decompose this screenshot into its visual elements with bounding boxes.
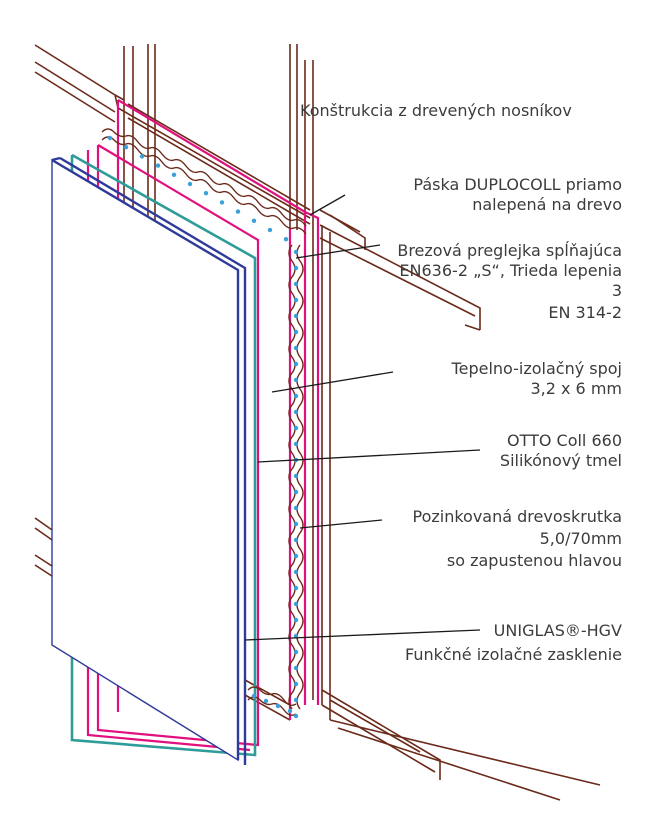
screw-marker bbox=[293, 537, 299, 543]
screw-marker bbox=[283, 237, 289, 242]
screw-marker bbox=[293, 281, 299, 287]
label-glazing-line1: UNIGLAS®-HGV bbox=[494, 621, 622, 640]
label-screw-line1: Pozinkovaná drevoskrutka bbox=[412, 507, 622, 526]
screw-marker bbox=[171, 172, 177, 177]
screw-marker bbox=[293, 297, 299, 303]
label-plywood-line2: EN636-2 „S“, Trieda lepenia bbox=[399, 261, 622, 280]
label-construction: Konštrukcia z drevených nosníkov bbox=[300, 101, 572, 120]
screw-marker bbox=[293, 633, 299, 639]
screw-marker bbox=[275, 703, 281, 709]
screw-marker bbox=[293, 521, 299, 527]
label-tape-line1: Páska DUPLOCOLL priamo bbox=[413, 175, 622, 194]
screw-marker bbox=[293, 345, 299, 351]
screw-marker bbox=[293, 249, 299, 255]
screw-marker bbox=[293, 649, 299, 655]
leader-lines bbox=[244, 194, 481, 641]
screw-marker bbox=[251, 693, 257, 699]
label-plywood-line3: 3 bbox=[612, 281, 622, 300]
screw-marker bbox=[203, 191, 209, 196]
leader-screw bbox=[299, 519, 383, 529]
screw-marker bbox=[293, 409, 299, 415]
screw-marker bbox=[251, 218, 257, 223]
label-joint-line2: 3,2 x 6 mm bbox=[530, 379, 622, 398]
screw-marker bbox=[293, 713, 299, 719]
label-tape-line2: nalepená na drevo bbox=[472, 195, 622, 214]
screw-marker bbox=[107, 135, 113, 141]
screw-marker bbox=[287, 708, 293, 714]
screw-marker bbox=[293, 425, 299, 431]
screw-marker bbox=[187, 181, 193, 187]
screw-marker bbox=[293, 441, 299, 447]
screw-marker bbox=[293, 313, 299, 319]
label-screw-line3: so zapustenou hlavou bbox=[447, 551, 622, 570]
label-sealant-line1: OTTO Coll 660 bbox=[507, 431, 622, 450]
callout-labels: Konštrukcia z drevených nosníkov Páska D… bbox=[300, 101, 622, 664]
screw-marker bbox=[155, 163, 161, 168]
screw-marker bbox=[235, 209, 241, 214]
screw-marker bbox=[293, 585, 299, 591]
screw-marker bbox=[293, 377, 299, 383]
glazing-unit bbox=[51, 156, 247, 765]
screw-marker bbox=[267, 227, 273, 233]
label-plywood-line4: EN 314-2 bbox=[548, 303, 622, 322]
label-joint-line1: Tepelno-izolačný spoj bbox=[451, 359, 622, 378]
screw-marker bbox=[139, 154, 145, 159]
screw-marker bbox=[293, 617, 299, 623]
leader-plywood bbox=[295, 244, 381, 259]
screw-marker bbox=[293, 697, 299, 703]
label-screw-line2: 5,0/70mm bbox=[540, 529, 622, 548]
screw-marker bbox=[293, 489, 299, 495]
leader-joint bbox=[271, 371, 394, 393]
screw-marker bbox=[219, 200, 225, 205]
screw-marker bbox=[293, 473, 299, 479]
screw-marker bbox=[293, 601, 299, 607]
screw-marker bbox=[293, 553, 299, 559]
screw-marker bbox=[293, 665, 299, 671]
leader-tape bbox=[309, 194, 346, 216]
screw-marker bbox=[263, 698, 269, 704]
label-plywood-line1: Brezová preglejka spĺňajúca bbox=[397, 241, 622, 260]
leader-sealant bbox=[257, 449, 481, 463]
screw-marker bbox=[293, 681, 299, 687]
label-glazing-line2: Funkčné izolačné zasklenie bbox=[405, 645, 622, 664]
screw-marker bbox=[293, 505, 299, 511]
screw-marker bbox=[293, 329, 299, 335]
screw-marker bbox=[123, 145, 129, 150]
screw-marker bbox=[293, 265, 299, 271]
leader-glazing bbox=[244, 629, 481, 641]
screw-marker bbox=[293, 569, 299, 575]
label-sealant-line2: Silikónový tmel bbox=[500, 451, 622, 470]
screw-markers bbox=[107, 135, 299, 719]
screw-marker bbox=[293, 361, 299, 367]
screw-marker bbox=[293, 393, 299, 399]
